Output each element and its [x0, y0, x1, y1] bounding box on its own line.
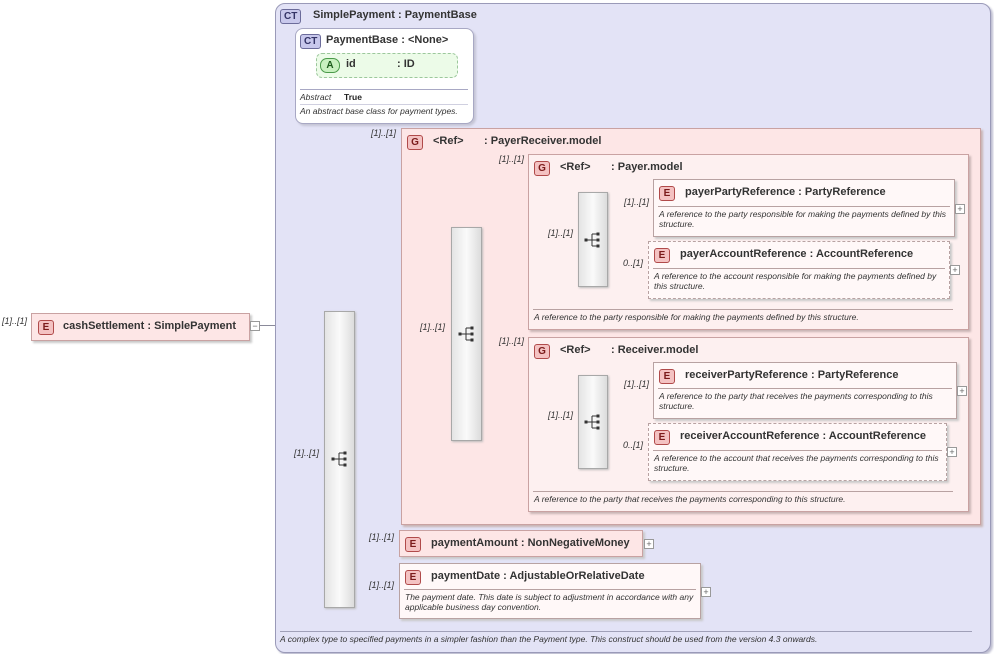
payer-party-cardinality: [1]..[1] [624, 197, 650, 207]
element-badge: E [654, 430, 670, 445]
element-badge: E [405, 537, 421, 552]
receiver-group-cardinality: [1]..[1] [499, 336, 525, 346]
element-title: receiverPartyReference : PartyReference [685, 369, 899, 381]
element-paymentamount[interactable]: E paymentAmount : NonNegativeMoney [399, 530, 643, 557]
group-type: : PayerReceiver.model [484, 135, 602, 147]
group-ref: <Ref> [560, 161, 591, 173]
group-badge: G [534, 344, 550, 359]
connector-root [258, 325, 284, 326]
root-cardinality: [1]..[1] [2, 316, 28, 326]
element-description: A reference to the party responsible for… [659, 209, 946, 229]
base-badge: CT [300, 34, 322, 49]
sequence-icon [584, 232, 600, 248]
receiver-seq-cardinality: [1]..[1] [548, 410, 574, 420]
expand-toggle[interactable]: + [644, 539, 654, 549]
complex-type-badge: CT [280, 9, 302, 24]
element-title: payerPartyReference : PartyReference [685, 186, 886, 198]
root-element-cashsettlement[interactable]: E cashSettlement : SimplePayment [31, 313, 250, 341]
expand-toggle[interactable]: + [701, 587, 711, 597]
main-sequence[interactable] [324, 311, 355, 608]
sequence-icon [458, 326, 474, 342]
group-type: : Receiver.model [611, 344, 699, 356]
expand-toggle[interactable]: + [957, 386, 967, 396]
receiver-party-cardinality: [1]..[1] [624, 379, 650, 389]
element-separator [653, 450, 942, 451]
element-description: A reference to the account that receives… [654, 453, 939, 473]
group-badge: G [534, 161, 550, 176]
element-badge: E [659, 369, 675, 384]
payment-date-cardinality: [1]..[1] [369, 580, 395, 590]
element-description: A reference to the party that receives t… [659, 391, 933, 411]
element-separator [653, 268, 945, 269]
element-separator [658, 388, 952, 389]
complex-type-separator [280, 631, 972, 632]
element-paymentdate[interactable]: E paymentDate : AdjustableOrRelativeDate… [399, 563, 701, 619]
element-separator [404, 589, 696, 590]
receiver-sequence[interactable] [578, 375, 608, 469]
element-badge: E [659, 186, 675, 201]
base-description: An abstract base class for payment types… [300, 106, 458, 116]
element-payerpartyreference[interactable]: E payerPartyReference : PartyReference A… [653, 179, 955, 237]
main-sequence-cardinality: [1]..[1] [294, 448, 320, 458]
expand-toggle[interactable]: + [950, 265, 960, 275]
element-description: The payment date. This date is subject t… [405, 592, 694, 612]
payer-receiver-sequence[interactable] [451, 227, 482, 441]
element-payeraccountreference[interactable]: E payerAccountReference : AccountReferen… [648, 241, 950, 299]
group-separator [533, 309, 953, 310]
sequence-icon [584, 414, 600, 430]
base-prop-label: Abstract [300, 92, 332, 102]
element-separator [658, 206, 950, 207]
element-title: paymentDate : AdjustableOrRelativeDate [431, 570, 645, 582]
collapse-toggle[interactable]: − [250, 321, 260, 331]
group-description: A reference to the party that receives t… [534, 494, 846, 504]
element-title: paymentAmount : NonNegativeMoney [431, 537, 630, 549]
element-badge: E [654, 248, 670, 263]
element-title: payerAccountReference : AccountReference [680, 248, 914, 260]
base-title: PaymentBase : <None> [326, 34, 449, 46]
element-title: receiverAccountReference : AccountRefere… [680, 430, 926, 442]
complex-type-description: A complex type to specified payments in … [280, 634, 818, 644]
group-separator [533, 491, 953, 492]
element-badge: E [405, 570, 421, 585]
complex-type-title: SimplePayment : PaymentBase [313, 9, 477, 21]
element-description: A reference to the account responsible f… [654, 271, 937, 291]
attribute-type: : ID [397, 58, 415, 70]
base-separator [300, 89, 468, 90]
payer-receiver-seq-cardinality: [1]..[1] [420, 322, 446, 332]
element-receiverpartyreference[interactable]: E receiverPartyReference : PartyReferenc… [653, 362, 957, 419]
sequence-icon [331, 451, 347, 467]
group-ref: <Ref> [560, 344, 591, 356]
group-badge: G [407, 135, 423, 150]
payer-sequence[interactable] [578, 192, 608, 287]
payer-group-cardinality: [1]..[1] [499, 154, 525, 164]
payer-seq-cardinality: [1]..[1] [548, 228, 574, 238]
attribute-name: id [346, 58, 356, 70]
payment-amount-cardinality: [1]..[1] [369, 532, 395, 542]
base-separator-2 [300, 104, 468, 105]
element-receiveraccountreference[interactable]: E receiverAccountReference : AccountRefe… [648, 423, 947, 481]
group-type: : Payer.model [611, 161, 683, 173]
attribute-id[interactable]: A id : ID [316, 53, 458, 78]
receiver-account-cardinality: 0..[1] [623, 440, 644, 450]
base-prop-value: True [344, 92, 362, 102]
group-description: A reference to the party responsible for… [534, 312, 859, 322]
element-title: cashSettlement : SimplePayment [63, 320, 237, 332]
payer-receiver-cardinality: [1]..[1] [371, 128, 397, 138]
payer-account-cardinality: 0..[1] [623, 258, 644, 268]
attribute-badge: A [320, 58, 340, 73]
element-badge: E [38, 320, 54, 335]
expand-toggle[interactable]: + [955, 204, 965, 214]
group-ref: <Ref> [433, 135, 464, 147]
expand-toggle[interactable]: + [947, 447, 957, 457]
